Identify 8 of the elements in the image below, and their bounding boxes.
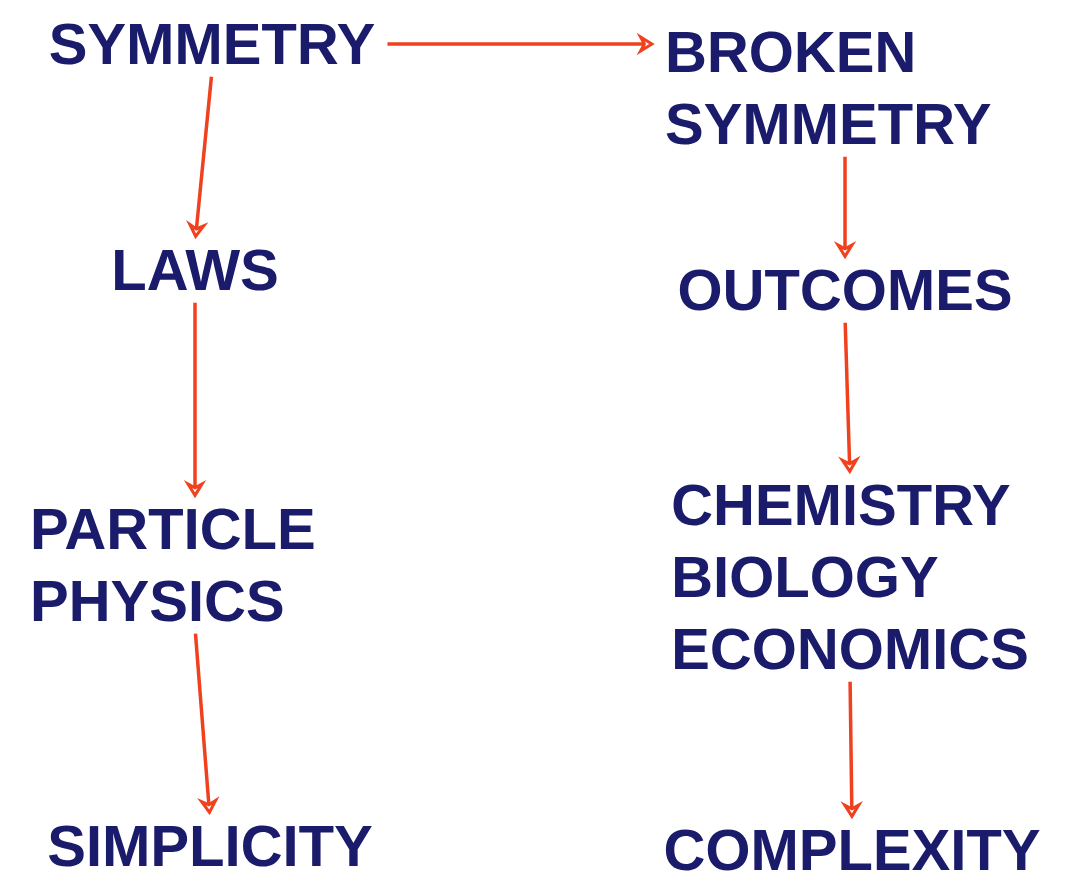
word-label: LAWS xyxy=(115,249,277,291)
word-label: SIMPLICITY xyxy=(48,825,372,867)
word-label: OUTCOMES xyxy=(679,269,1011,311)
word-label: PARTICLE PHYSICS xyxy=(33,508,314,622)
word-label: CHEMISTRY BIOLOGY ECONOMICS xyxy=(673,484,1027,670)
word-label: COMPLEXITY xyxy=(665,829,1040,871)
word-label: BROKEN SYMMETRY xyxy=(666,31,991,145)
word-label: SYMMETRY xyxy=(50,23,375,65)
